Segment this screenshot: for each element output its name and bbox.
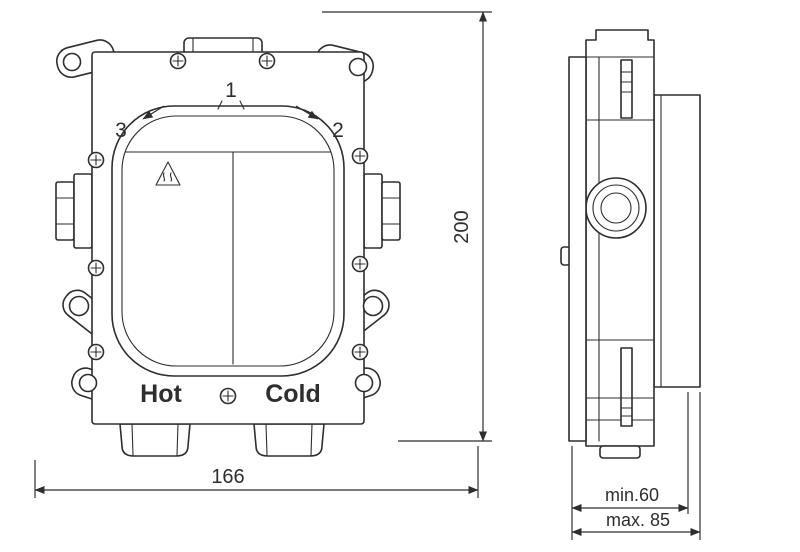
dimension-width: 166 <box>34 446 479 498</box>
position-label-3: 3 <box>115 119 127 142</box>
screw-icon <box>351 255 369 273</box>
screw-icon <box>219 387 237 405</box>
rotation-arrow-right-icon <box>295 105 319 120</box>
screw-icon <box>351 343 369 361</box>
hot-label: Hot <box>140 380 182 408</box>
screw-icon <box>258 52 276 70</box>
position-label-2: 2 <box>332 119 344 142</box>
screws <box>87 52 369 405</box>
bottom-inlet-cold <box>253 423 325 457</box>
dimension-depth: min.60 max. 85 <box>571 392 701 540</box>
dimension-depth-min-value: min.60 <box>605 485 659 505</box>
fixing-bolt-bottom <box>620 347 633 427</box>
valve-body <box>111 105 345 377</box>
bottom-inlet-side <box>599 445 641 459</box>
position-labels: 1 3 2 <box>115 79 344 142</box>
side-port-left <box>55 173 93 249</box>
dimensions: 166 200 min.60 max. 85 <box>34 11 701 540</box>
side-outlet-port <box>585 177 647 239</box>
screw-icon <box>169 52 187 70</box>
dimension-width-value: 166 <box>211 466 244 488</box>
front-plate-edge <box>568 56 587 442</box>
front-view: 1 3 2 Hot Cold <box>55 37 401 457</box>
rotation-arrow-left-icon <box>142 105 165 120</box>
hot-surface-warning-icon <box>155 161 181 186</box>
screw-icon <box>87 259 105 277</box>
fixing-bolt-top <box>620 59 633 119</box>
screw-icon <box>87 343 105 361</box>
screw-icon <box>87 151 105 169</box>
mounting-holes <box>62 52 384 393</box>
dimension-height: 200 <box>322 11 492 442</box>
side-view <box>560 29 701 459</box>
screw-icon <box>351 147 369 165</box>
dimension-height-value: 200 <box>451 210 473 243</box>
dimension-depth-max-value: max. 85 <box>606 510 670 530</box>
position-label-1: 1 <box>225 79 237 102</box>
rear-housing <box>653 94 701 388</box>
side-port-right <box>363 173 401 249</box>
bottom-inlet-hot <box>119 423 191 457</box>
cold-label: Cold <box>265 380 321 408</box>
